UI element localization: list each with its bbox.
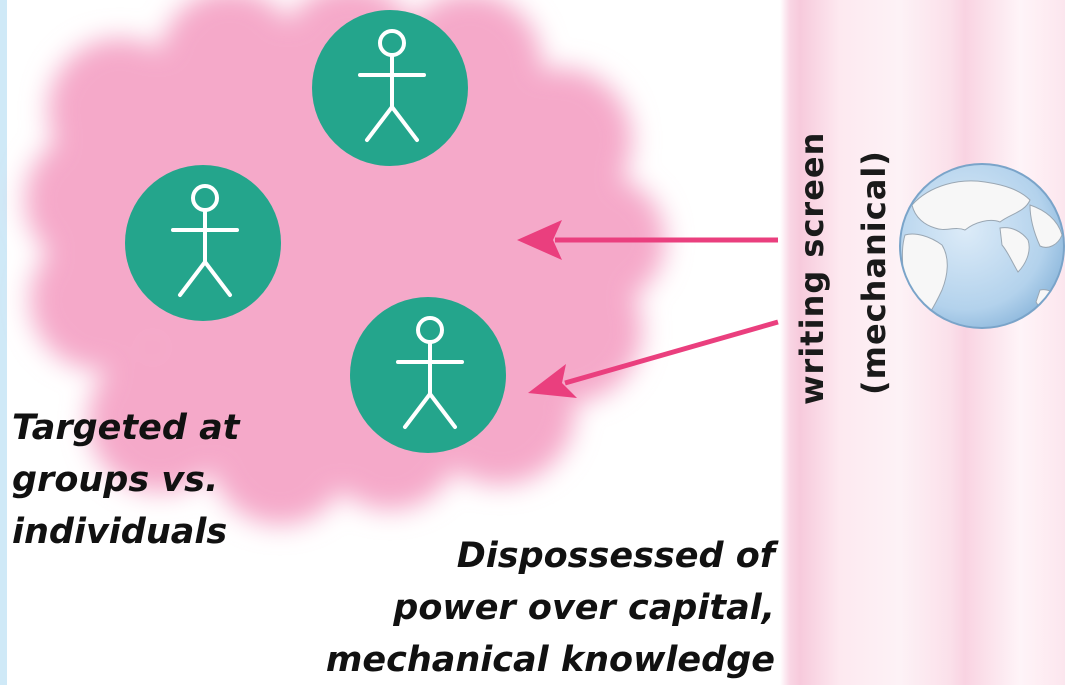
caption-dispossessed: Dispossessed of power over capital, mech…	[326, 530, 775, 686]
caption-targeted: Targeted at groups vs. individuals	[12, 402, 239, 558]
arrow-to-cloud	[517, 220, 778, 260]
screen-label-line1: writing screen	[793, 131, 831, 405]
arrow-to-person	[528, 319, 779, 398]
caption-line: groups vs.	[12, 460, 219, 500]
arrow-icon	[517, 220, 562, 260]
person-icon	[171, 184, 239, 297]
person-icon	[396, 316, 464, 429]
person-top	[312, 10, 468, 166]
screen-label-line2: (mechanical)	[855, 150, 893, 395]
writing-screen-band	[780, 0, 1065, 685]
caption-line: power over capital,	[393, 588, 775, 628]
caption-line: individuals	[12, 512, 228, 552]
person-left	[125, 165, 281, 321]
globe-icon	[899, 163, 1065, 329]
left-edge-strip	[0, 0, 7, 685]
arrow-icon	[528, 364, 577, 398]
person-icon	[358, 29, 426, 142]
person-bottom	[350, 297, 506, 453]
caption-line: mechanical knowledge	[325, 640, 775, 680]
caption-line: Targeted at	[12, 408, 240, 448]
caption-line: Dispossessed of	[456, 536, 775, 576]
